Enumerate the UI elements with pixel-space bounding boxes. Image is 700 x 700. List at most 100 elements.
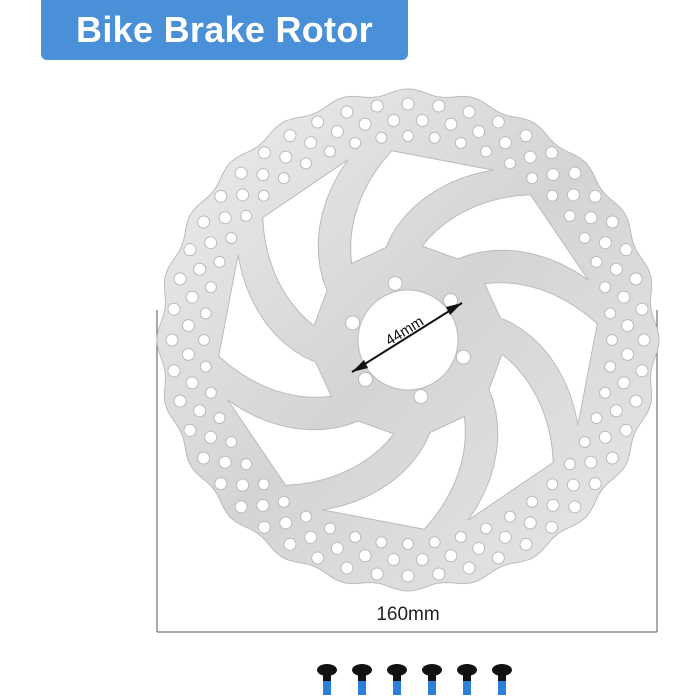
rotor-hole — [199, 360, 212, 373]
rotor-hole — [358, 549, 372, 563]
rotor-hole — [635, 364, 649, 378]
rotor-hole — [563, 458, 576, 471]
rotor-hole — [566, 478, 580, 492]
rotor-hole — [428, 131, 441, 144]
rotor-hole — [519, 537, 533, 551]
rotor-hole — [197, 451, 211, 465]
rotor-hole — [300, 157, 312, 170]
rotor-hole — [566, 188, 580, 202]
rotor-hole — [472, 125, 486, 139]
rotor-hole — [236, 188, 250, 202]
rotor-hole — [617, 290, 631, 304]
title-text: Bike Brake Rotor — [76, 9, 373, 50]
rotor-hole — [198, 334, 210, 346]
spoke-cutout — [322, 415, 466, 530]
rotor-hole — [311, 551, 325, 565]
rotor-hole — [257, 478, 270, 491]
rotor-hole — [578, 232, 591, 244]
rotor-hole — [519, 129, 533, 143]
rotor-hole — [173, 394, 187, 408]
rotor-hole — [165, 333, 179, 347]
rotor-hole — [225, 232, 238, 244]
rotor-hole — [387, 553, 401, 567]
bolt-thread — [358, 681, 366, 695]
rotor-hole — [428, 536, 441, 549]
rotor-hole — [370, 567, 384, 581]
bolt-head — [492, 664, 512, 676]
rotor-hole — [604, 360, 617, 373]
bolt-icon — [492, 664, 512, 695]
rotor-hole — [167, 364, 181, 378]
bolt-head — [457, 664, 477, 676]
rotor-hole — [304, 136, 318, 150]
rotor-hole — [621, 319, 635, 333]
rotor-hole — [619, 423, 633, 437]
rotor-hole — [213, 412, 226, 425]
bolt-thread — [463, 681, 471, 695]
rotor-hole — [277, 172, 290, 185]
rotor-hole — [183, 243, 197, 257]
bolt-neck — [323, 673, 331, 681]
rotor-hole — [311, 115, 325, 129]
rotor-hole — [214, 189, 228, 203]
rotor-hole — [598, 430, 612, 444]
rotor-hole — [193, 262, 207, 276]
rotor-hole — [375, 131, 388, 144]
rotor-hole — [257, 189, 270, 202]
rotor-hole — [546, 168, 560, 182]
arrow-head-right — [446, 303, 462, 315]
bolt-set — [317, 664, 512, 695]
rotor-hole — [604, 307, 617, 320]
title-banner: Bike Brake Rotor — [41, 0, 408, 60]
rotor-hole — [214, 477, 228, 491]
rotor-hole — [629, 394, 643, 408]
spoke-cutout — [483, 282, 598, 426]
rotor-hole — [197, 215, 211, 229]
rotor-hole — [323, 522, 336, 535]
rotor-hole — [590, 255, 603, 268]
rotor-hole — [606, 334, 618, 346]
rotor-hole — [185, 290, 199, 304]
spoke-cutout — [421, 194, 589, 281]
rotor-hole — [609, 404, 623, 418]
rotor-hole — [173, 272, 187, 286]
rotor-hole — [204, 386, 217, 399]
bolt-neck — [428, 673, 436, 681]
rotor-hole — [584, 211, 598, 225]
rotor-hole — [225, 436, 238, 448]
rotor-hole — [402, 130, 414, 142]
rotor-hole — [584, 455, 598, 469]
bolt-icon — [422, 664, 442, 695]
rotor-hole — [444, 549, 458, 563]
rotor-hole — [462, 105, 476, 119]
rotor-hole — [617, 376, 631, 390]
rotor-hole — [256, 168, 270, 182]
rotor-hole — [629, 272, 643, 286]
rotor-hole — [234, 500, 248, 514]
bolt-icon — [352, 664, 372, 695]
bolt-head — [422, 664, 442, 676]
rotor-hole — [218, 211, 232, 225]
rotor-hole — [568, 166, 582, 180]
rotor-hole — [330, 541, 344, 555]
bolt-icon — [457, 664, 477, 695]
bolt-neck — [498, 673, 506, 681]
rotor-hole — [204, 281, 217, 294]
rotor-hole — [283, 129, 297, 143]
rotor-hole — [590, 412, 603, 425]
rotor-hole — [183, 423, 197, 437]
mounting-bolt-hole — [345, 315, 361, 331]
rotor-hole — [277, 495, 290, 508]
rotor-hole — [605, 451, 619, 465]
rotor-hole — [401, 569, 415, 583]
rotor-hole — [546, 189, 559, 202]
spoke-cutout — [350, 150, 494, 265]
rotor-hole — [491, 115, 505, 129]
rotor-hole — [472, 541, 486, 555]
rotor-hole — [257, 520, 271, 534]
mounting-bolt-hole — [455, 349, 471, 365]
inner-diameter-arrow — [351, 302, 463, 373]
rotor-hole — [432, 99, 446, 113]
rotor-hole — [546, 478, 559, 491]
